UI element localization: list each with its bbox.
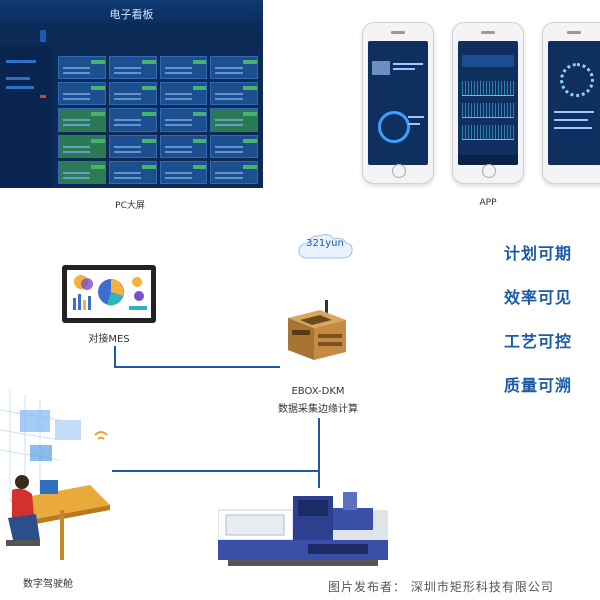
injection-molding-machine-icon [218, 492, 388, 566]
digital-cockpit-illustration [0, 390, 110, 560]
mes-monitor-illustration [62, 265, 156, 323]
cloud-icon [298, 234, 353, 259]
connector-ebox-vertical [318, 418, 320, 488]
dashboard-menu [30, 30, 263, 42]
pc-dashboard-screenshot: 电子看板 [0, 0, 263, 188]
mes-caption: 对接MES [88, 334, 130, 345]
ebox-name: EBOX-DKM [291, 386, 345, 397]
dashboard-title: 电子看板 [0, 0, 263, 30]
ebox-device-icon [288, 300, 346, 360]
ebox-description: 数据采集边缘计算 [278, 404, 358, 415]
slogan-process: 工艺可控 [503, 332, 572, 351]
dashboard-machine-grid [58, 56, 258, 184]
cockpit-caption: 数字驾驶舱 [23, 579, 73, 590]
slogan-quality: 质量可溯 [503, 376, 572, 395]
dashboard-sidebar [0, 46, 52, 188]
connector-cockpit-horizontal [112, 470, 318, 472]
phone-1 [362, 22, 434, 184]
phone-3 [542, 22, 600, 184]
phone-2 [452, 22, 524, 184]
cloud-label: 321yun [306, 238, 344, 249]
slogan-efficiency: 效率可见 [503, 288, 572, 307]
slogan-plan: 计划可期 [503, 244, 572, 263]
connector-mes-horizontal [114, 366, 280, 368]
app-caption: APP [479, 198, 497, 208]
publisher-footer: 图片发布者： 深圳市矩形科技有限公司 [328, 580, 554, 594]
pc-caption: PC大屏 [115, 201, 145, 211]
connector-mes-vertical [114, 346, 116, 368]
